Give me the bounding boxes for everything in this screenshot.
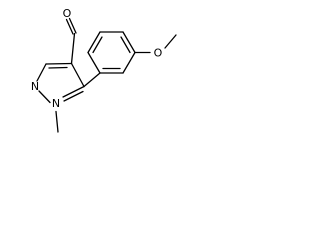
bond-ph-6-1 [87, 51, 101, 74]
bond-n1-c5 [62, 85, 85, 98]
ring-nitrogen-1-label: N [52, 97, 60, 110]
methoxy-oxygen-label: O [154, 47, 163, 60]
bond-c4-aldehyde-c [70, 32, 76, 65]
bond-n1-c5-inner [63, 90, 84, 102]
bond-ph-3-4-inner [120, 36, 131, 54]
atom-labels: O N N O [31, 7, 163, 110]
bond-n2-n1 [38, 90, 51, 104]
bond-aldehyde-c-o-inner [68, 17, 77, 34]
bond-c4-c5 [70, 62, 85, 88]
bond-o-methyl [164, 34, 177, 49]
bond-aldehyde-c-o-outer [65, 18, 74, 35]
aldehyde-oxygen-label: O [63, 7, 72, 20]
bonds [36, 17, 177, 133]
ring-nitrogen-2-label: N [31, 80, 39, 93]
bond-n1-methyl [55, 110, 59, 133]
bond-ph-5-6 [87, 31, 101, 54]
bond-c4-c3 [45, 62, 73, 65]
bond-ph-3-4 [122, 31, 136, 54]
chemical-structure: O N N O [31, 7, 177, 133]
bond-ph-5-6-inner [92, 36, 103, 54]
bond-c5-phenyl [83, 72, 101, 88]
bond-c3-n2 [36, 63, 47, 82]
bond-ph-2-3 [122, 51, 136, 74]
bond-c4-c3-inner [48, 66, 68, 69]
